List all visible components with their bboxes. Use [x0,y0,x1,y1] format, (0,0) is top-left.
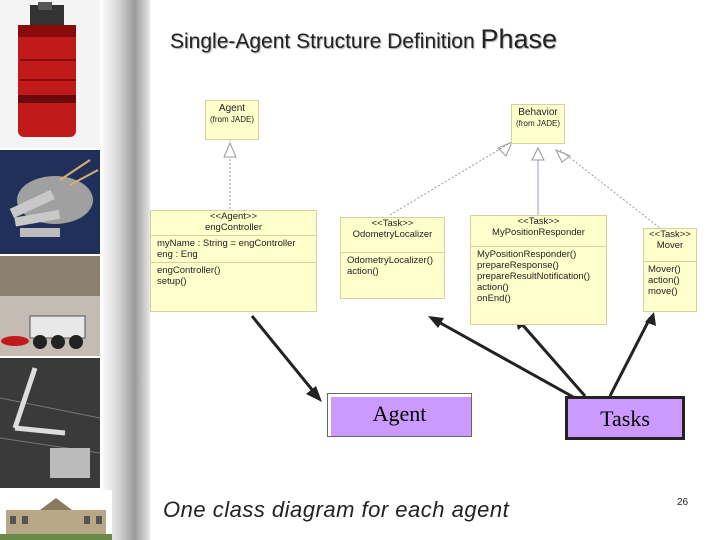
responder-op-3: prepareResultNotification() [477,271,606,282]
odometry-name: OdometryLocalizer [341,229,444,240]
tasks-callout: Tasks [565,396,685,440]
agent-callout: Agent [327,393,472,437]
agent-callout-arrow [252,316,318,397]
eng-controller-op-1: engController() [157,265,316,276]
agent-callout-arrowhead [306,386,322,402]
mover-stereotype: <<Task>> [644,229,696,240]
odometry-op-1: OdometryLocalizer() [347,255,444,266]
responder-name: MyPositionResponder [471,227,606,238]
mover-op-1: Mover() [648,264,696,275]
behavior-class-origin: (from JADE) [512,118,564,129]
slide-caption: One class diagram for each agent [163,497,509,523]
behavior-class-box: Behavior (from JADE) [511,104,565,144]
eng-controller-op-2: setup() [157,276,316,287]
eng-controller-class: <<Agent>> engController myName : String … [150,210,317,312]
odometry-class: <<Task>> OdometryLocalizer OdometryLocal… [340,217,445,299]
eng-controller-attr-1: myName : String = engController [157,238,316,249]
eng-controller-attr-2: eng : Eng [157,249,316,260]
responder-op-1: MyPositionResponder() [477,249,606,260]
responder-op-5: onEnd() [477,293,606,304]
agent-class-box: Agent (from JADE) [205,100,259,140]
mover-class: <<Task>> Mover Mover() action() move() [643,228,697,312]
mover-op-3: move() [648,286,696,297]
responder-op-4: action() [477,282,606,293]
agent-class-name: Agent [206,103,258,114]
agent-generalization-arrow [224,143,236,157]
responder-op-2: prepareResponse() [477,260,606,271]
odometry-generalization-line [390,140,515,215]
behavior-generalization-arrow [532,148,544,160]
responder-class: <<Task>> MyPositionResponder MyPositionR… [470,215,607,325]
behavior-class-name: Behavior [512,107,564,118]
odometry-op-2: action() [347,266,444,277]
responder-stereotype: <<Task>> [471,216,606,227]
eng-controller-stereotype: <<Agent>> [151,211,316,222]
page-number: 26 [677,497,688,508]
odometry-stereotype: <<Task>> [341,218,444,229]
mover-name: Mover [644,240,696,251]
agent-class-origin: (from JADE) [206,114,258,125]
mover-op-2: action() [648,275,696,286]
eng-controller-name: engController [151,222,316,233]
tasks-callout-arrow-3 [610,318,650,396]
